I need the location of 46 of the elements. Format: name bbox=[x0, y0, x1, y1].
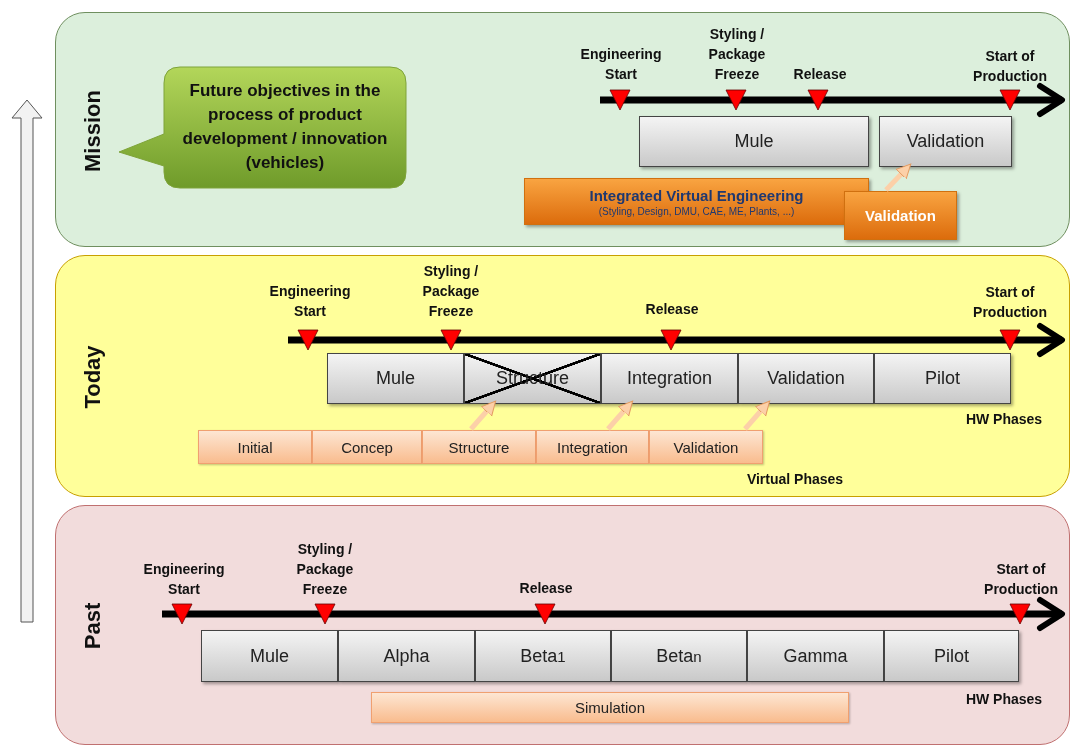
milestone-label: Start of Production bbox=[972, 47, 1048, 86]
arrow bbox=[743, 400, 771, 431]
phase-row-label: Virtual Phases bbox=[745, 470, 845, 489]
phase-box: Initial bbox=[198, 430, 312, 464]
panel-title: Mission bbox=[80, 89, 106, 172]
phase-box: Simulation bbox=[371, 692, 849, 723]
phase-box: Pilot bbox=[874, 353, 1011, 404]
bar-title: Integrated Virtual Engineering bbox=[589, 186, 804, 204]
milestone-label: Release bbox=[518, 579, 574, 598]
process-box: Validation bbox=[844, 191, 957, 240]
arrow bbox=[469, 400, 497, 431]
milestone-label: Start of Production bbox=[983, 560, 1059, 599]
phase-box: Mule bbox=[327, 353, 464, 404]
phase-box: Pilot bbox=[884, 630, 1019, 682]
milestone-label: Engineering Start bbox=[579, 45, 663, 84]
milestone-label: Engineering Start bbox=[268, 282, 352, 321]
arrow bbox=[606, 400, 634, 431]
phase-box: Validation bbox=[738, 353, 874, 404]
phase-row-label: HW Phases bbox=[964, 410, 1044, 429]
phase-box: Validation bbox=[879, 116, 1012, 167]
panel-title: Past bbox=[80, 602, 106, 650]
bar-subtitle: (Styling, Design, DMU, CAE, ME, Plants, ...) bbox=[598, 205, 795, 217]
phase-row-label: HW Phases bbox=[964, 690, 1044, 709]
milestone-label: Styling / Package Freeze bbox=[421, 262, 481, 321]
stage-panel bbox=[55, 12, 1070, 247]
arrow bbox=[884, 163, 912, 192]
phase-box: Alpha bbox=[338, 630, 475, 682]
milestone-label: Styling / Package Freeze bbox=[295, 540, 355, 599]
phase-box: Mule bbox=[201, 630, 338, 682]
speech-bubble bbox=[119, 66, 409, 191]
phase-box: Mule bbox=[639, 116, 869, 167]
milestone-label: Engineering Start bbox=[142, 560, 226, 599]
stage-panel bbox=[55, 505, 1070, 745]
stage-panel bbox=[55, 255, 1070, 497]
bubble-text: Future objectives in the process of product development / innovation (vehicles) bbox=[181, 80, 389, 174]
phase-box: Gamma bbox=[747, 630, 884, 682]
phase-box: Concep bbox=[312, 430, 422, 464]
phase-box: Structure bbox=[422, 430, 536, 464]
milestone-label: Start of Production bbox=[972, 283, 1048, 322]
milestone-label: Styling / Package Freeze bbox=[707, 25, 767, 84]
phase-box: Integration bbox=[601, 353, 738, 404]
milestone-label: Release bbox=[792, 65, 848, 84]
panel-title: Today bbox=[80, 345, 106, 409]
milestone-label: Release bbox=[644, 300, 700, 319]
phase-box: Validation bbox=[649, 430, 763, 464]
phase-box: Integration bbox=[536, 430, 649, 464]
